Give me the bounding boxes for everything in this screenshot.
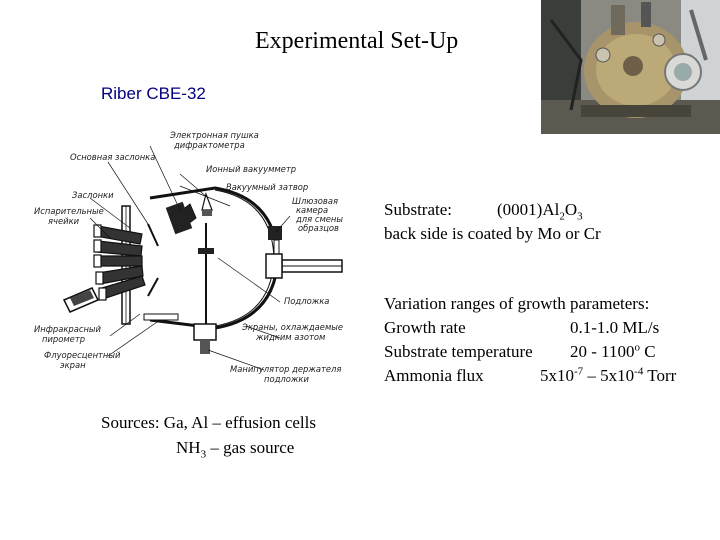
svg-text:Заслонки: Заслонки [72,190,114,200]
svg-text:подложки: подложки [264,374,309,384]
svg-text:жидким азотом: жидким азотом [255,332,325,342]
label-substrate: Подложка [284,296,329,306]
label-load-lock-3: для смены [295,214,343,224]
sources-block: Sources: Ga, Al – effusion cells NH3 – g… [101,410,316,460]
label-shutters: Заслонки [72,190,114,200]
chamber-drawing [62,145,343,371]
svg-text:Вакуумный затвор: Вакуумный затвор [226,182,308,192]
label-main-shutter: Основная заслонка [70,152,155,162]
system-name: Riber CBE-32 [101,84,206,103]
svg-text:Электронная пушка: Электронная пушка [169,130,259,140]
svg-text:Ионный вакуумметр: Ионный вакуумметр [206,164,296,174]
label-ion-gauge: Ионный вакуумметр [206,164,296,174]
label-gate-valve: Вакуумный затвор [226,182,308,192]
svg-text:для смены: для смены [295,214,343,224]
substrate-coating: back side is coated by Mo or Cr [384,224,601,243]
substrate-value: (0001)Al2O3 [497,200,583,223]
label-load-lock: Шлюзовая [292,196,338,206]
label-pyrometer: Инфракрасный [34,324,102,334]
slide-title: Experimental Set-Up [255,28,459,54]
svg-text:Шлюзовая: Шлюзовая [292,196,338,206]
svg-text:образцов: образцов [298,223,339,233]
growth-rate-label: Growth rate [384,318,466,337]
growth-rate-value: 0.1-1.0 ML/s [570,318,660,337]
ammonia-flux-label: Ammonia flux [384,366,484,385]
label-cells: Испарительные [34,206,104,216]
svg-text:Манипулятор держателя: Манипулятор держателя [230,364,341,374]
label-cryoshrouds: Экраны, охлаждаемые [241,322,343,332]
label-manipulator: Манипулятор держателя [230,364,341,374]
label-screen-2: экран [60,360,86,370]
label-e-gun: Электронная пушка [169,130,259,140]
chamber-photo [541,0,720,134]
svg-text:пирометр: пирометр [42,334,85,344]
substrate-label: Substrate: [384,200,452,219]
svg-text:Экраны, охлаждаемые: Экраны, охлаждаемые [241,322,343,332]
growth-parameters: Variation ranges of growth parameters: G… [384,292,714,388]
label-load-lock-2: камера [296,205,328,215]
svg-text:дифрактометра: дифрактометра [173,140,245,150]
substrate-temp-label: Substrate temperature [384,342,533,361]
svg-text:Подложка: Подложка [284,296,329,306]
growth-heading: Variation ranges of growth parameters: [384,294,650,313]
svg-text:ячейки: ячейки [48,216,80,226]
sources-line-2: NH3 – gas source [176,438,295,461]
label-load-lock-4: образцов [298,223,339,233]
label-pyrometer-2: пирометр [42,334,85,344]
label-e-gun-2: дифрактометра [173,140,245,150]
label-screen: Флуоресцентный [44,350,121,360]
sources-line-1: Sources: Ga, Al – effusion cells [101,413,316,432]
ammonia-flux-value: 5x10-7 – 5x10-4 Torr [540,365,677,385]
svg-text:Испарительные: Испарительные [34,206,104,216]
cbe-chamber-diagram: Электронная пушка дифрактометра Основная… [34,130,343,384]
svg-text:камера: камера [296,205,328,215]
label-manipulator-2: подложки [264,374,309,384]
svg-text:экран: экран [60,360,86,370]
label-cells-2: ячейки [48,216,80,226]
svg-text:Инфракрасный: Инфракрасный [34,324,102,334]
svg-text:Флуоресцентный: Флуоресцентный [44,350,121,360]
substrate-block: Substrate: (0001)Al2O3 back side is coat… [384,198,704,246]
label-cryoshrouds-2: жидким азотом [255,332,325,342]
svg-text:Основная заслонка: Основная заслонка [70,152,155,162]
substrate-temp-value: 20 - 1100o C [570,341,656,361]
